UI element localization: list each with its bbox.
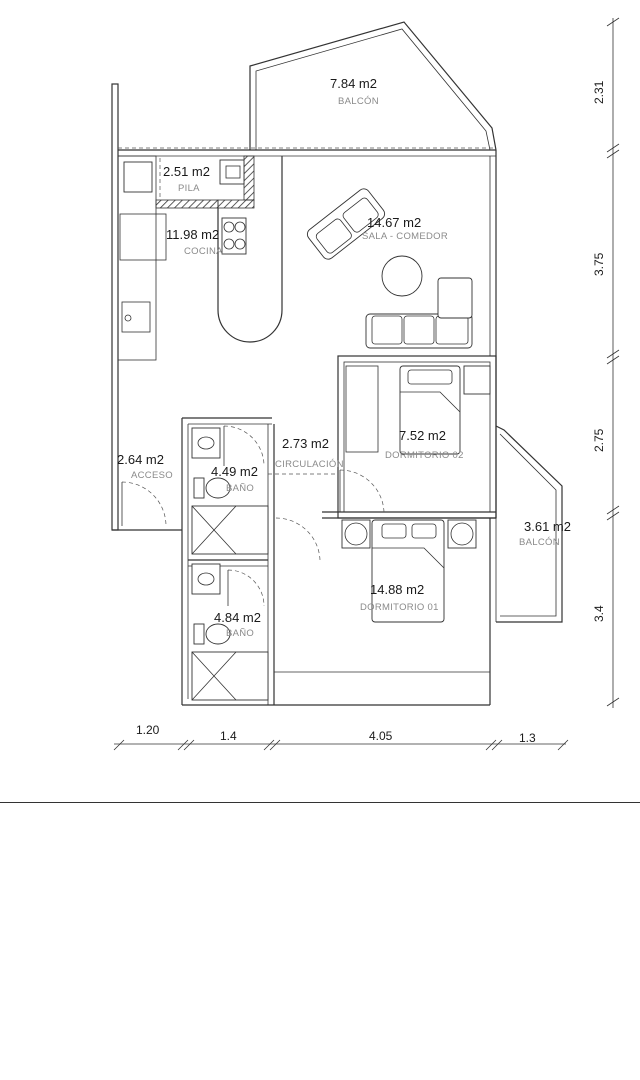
balcon-top-area: 7.84 m2 <box>330 76 377 91</box>
dim-bottom-2: 1.4 <box>220 729 237 743</box>
acceso-label: ACCESO <box>131 470 173 481</box>
cocina-area: 11.98 m2 <box>166 227 219 242</box>
bano2-label: BAÑO <box>226 628 254 639</box>
floor-plan: 7.84 m2 BALCÓN 2.51 m2 PILA 11.98 m2 COC… <box>111 17 620 751</box>
cocina-label: COCINA <box>184 246 223 257</box>
pila-area: 2.51 m2 <box>163 164 210 179</box>
acceso-area: 2.64 m2 <box>117 452 164 467</box>
bano1-label: BAÑO <box>226 483 254 494</box>
dim-bottom-3: 4.05 <box>369 729 393 743</box>
balcon-top-label: BALCÓN <box>338 96 379 107</box>
dorm2-area: 7.52 m2 <box>399 428 446 443</box>
dorm1-label: DORMITORIO 01 <box>360 602 439 613</box>
dorm2-label: DORMITORIO 02 <box>385 450 464 461</box>
dorm2-bed <box>399 365 491 455</box>
dorm1-area: 14.88 m2 <box>370 582 424 597</box>
dimension-lines <box>113 17 620 751</box>
bathroom-fixtures <box>191 427 269 701</box>
balcon-right-label: BALCÓN <box>519 537 560 548</box>
dormitorio-02-walls <box>322 355 497 519</box>
outer-walls <box>111 21 563 706</box>
dim-right-3: 2.75 <box>592 428 606 452</box>
dim-right-2: 3.75 <box>592 252 606 276</box>
dorm1-bed <box>341 519 477 623</box>
pila-label: PILA <box>178 183 200 194</box>
doors <box>121 425 385 607</box>
circulacion-area: 2.73 m2 <box>282 436 329 451</box>
circulacion-label: CIRCULACIÓN <box>275 459 344 470</box>
dim-bottom-1: 1.20 <box>136 723 160 737</box>
sala-label: SALA - COMEDOR <box>362 231 448 242</box>
bano1-area: 4.49 m2 <box>211 464 258 479</box>
page-divider <box>0 802 640 803</box>
bano2-area: 4.84 m2 <box>214 610 261 625</box>
living-furniture <box>306 188 473 349</box>
dim-right-4: 3.4 <box>592 605 606 622</box>
sala-area: 14.67 m2 <box>367 215 421 230</box>
dim-bottom-4: 1.3 <box>519 731 536 745</box>
balcon-right-area: 3.61 m2 <box>524 519 571 534</box>
kitchen <box>117 147 496 361</box>
dim-right-1: 2.31 <box>592 80 606 104</box>
